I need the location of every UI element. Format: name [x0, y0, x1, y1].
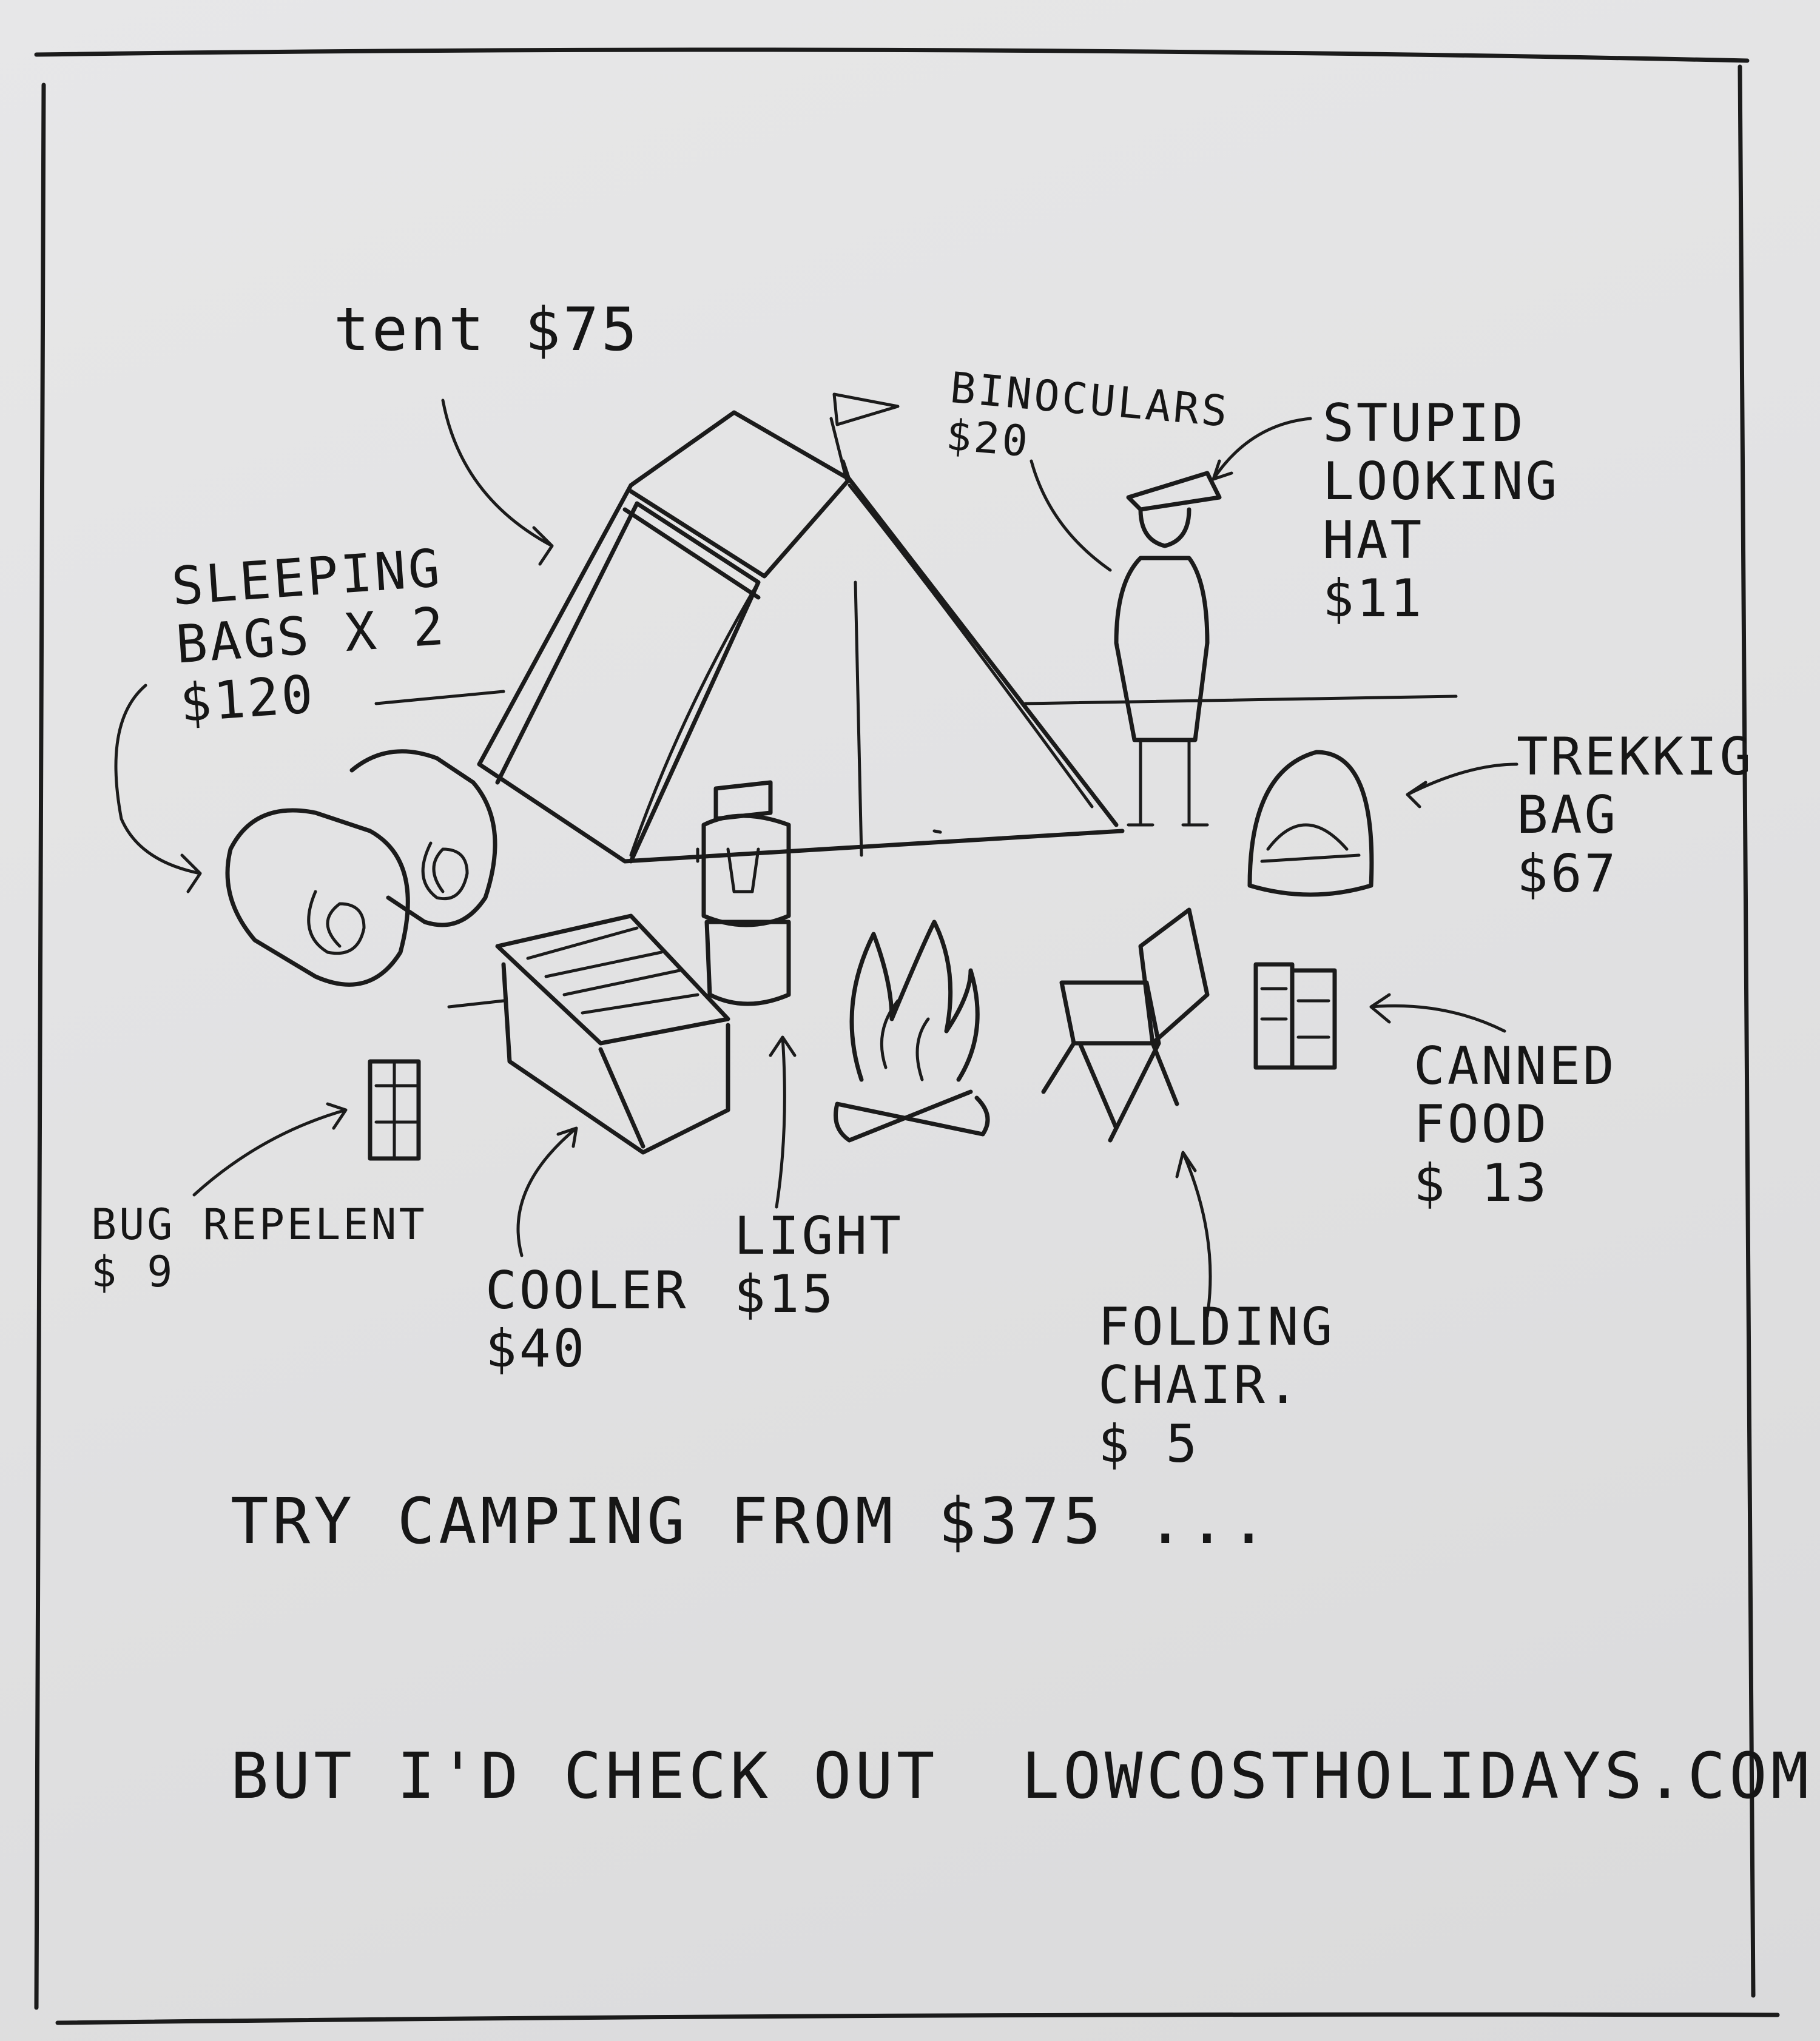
trekking-bag-arrow: [1406, 762, 1518, 809]
cooler-label: COOLER $40: [485, 1260, 689, 1380]
sleeping-bags-icon: [225, 749, 497, 987]
canned-food-icon: [1253, 962, 1337, 1070]
light-arrow: [769, 1035, 797, 1209]
canned-food-arrow: [1369, 993, 1506, 1033]
folding-chair-arrow: [1175, 1151, 1212, 1318]
campfire-icon: [834, 920, 990, 1143]
trekking-bag-icon: [1247, 750, 1374, 897]
tent-arrow: [441, 398, 554, 566]
hat-label: STUPID LOOKING HAT $11: [1323, 393, 1560, 629]
cooler-arrow: [516, 1126, 578, 1257]
hat-arrow: [1212, 417, 1312, 481]
person-icon: [1114, 471, 1222, 827]
frame: [34, 47, 1780, 2025]
bug-repellent-label: BUG REPELENT $ 9: [91, 1200, 427, 1297]
sleeping-bags-label: SLEEPING BAGS X 2 $120: [169, 537, 448, 734]
tent-label: tent $75: [334, 295, 640, 365]
bug-repellent-arrow: [192, 1102, 348, 1197]
cooler-icon: [447, 913, 730, 1155]
trekking-bag-label: TREKKIG BAG $67: [1517, 727, 1754, 904]
horizon-line: [374, 690, 1458, 705]
bug-repellent-icon: [368, 1059, 421, 1161]
binoculars-arrow: [1030, 459, 1112, 572]
light-label: LIGHT $15: [734, 1206, 903, 1325]
footer-line-2: BUT I'D CHECK OUT LOWCOSTHOLIDAYS.COM: [231, 1739, 1813, 1813]
folding-chair-label: FOLDING CHAIR. $ 5: [1098, 1297, 1335, 1474]
lantern-icon: [701, 780, 791, 1006]
tent-icon: [477, 392, 1125, 864]
footer-line-1: TRY CAMPING FROM $375 ...: [231, 1484, 1272, 1558]
canned-food-label: CANNED FOOD $ 13: [1414, 1036, 1617, 1214]
sleeping-bags-arrow: [114, 684, 202, 893]
folding-chair-icon: [1041, 907, 1210, 1143]
